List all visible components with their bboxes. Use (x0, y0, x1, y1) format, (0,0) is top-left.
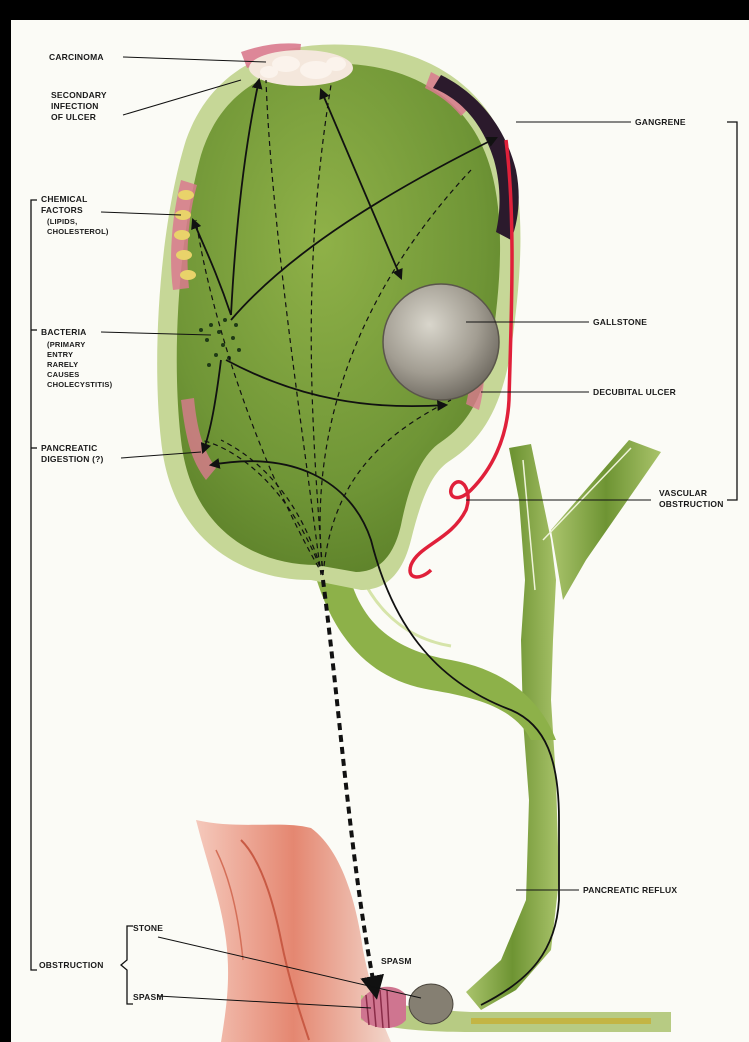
label-pancreatic-digestion: PANCREATIC DIGESTION (?) (41, 443, 104, 464)
label-spasm-left: SPASM (133, 992, 164, 1002)
right-bracket (727, 122, 737, 500)
label-pancreatic-reflux: PANCREATIC REFLUX (583, 885, 677, 895)
label-stone: STONE (133, 923, 163, 933)
label-vascular-obstruction: VASCULAR OBSTRUCTION (659, 488, 724, 509)
label-chemical-factors: CHEMICAL FACTORS (LIPIDS, CHOLESTEROL) (41, 194, 109, 236)
gallstone (383, 284, 499, 400)
label-carcinoma: CARCINOMA (49, 52, 104, 62)
label-spasm-top: SPASM (381, 956, 412, 966)
label-gallstone: GALLSTONE (593, 317, 647, 327)
common-bile-duct (361, 995, 671, 1032)
label-decubital-ulcer: DECUBITAL ULCER (593, 387, 676, 397)
cholecystitis-diagram: CARCINOMA SECONDARY INFECTION OF ULCER C… (11, 20, 749, 1042)
diagram-canvas: CARCINOMA SECONDARY INFECTION OF ULCER C… (11, 20, 749, 1042)
hepatic-duct (466, 440, 661, 1010)
carcinoma-mass (249, 50, 353, 86)
label-obstruction: OBSTRUCTION (39, 960, 104, 970)
label-bacteria: BACTERIA (PRIMARY ENTRY RARELY CAUSES CH… (41, 327, 113, 389)
label-secondary-infection: SECONDARY INFECTION OF ULCER (51, 90, 109, 122)
label-gangrene: GANGRENE (635, 117, 686, 127)
left-bracket (31, 200, 133, 1004)
